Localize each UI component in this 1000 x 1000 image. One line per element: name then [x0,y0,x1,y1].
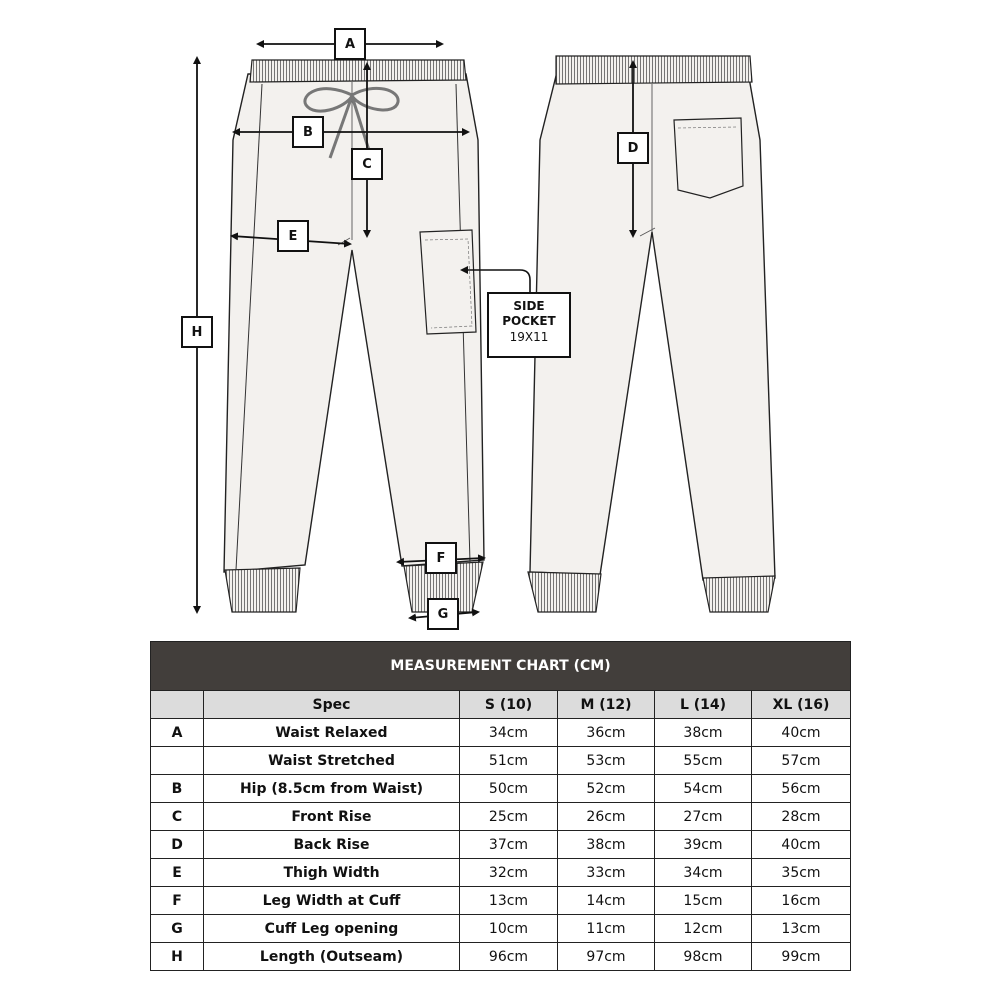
row-value: 10cm [459,914,558,943]
side-pocket-line2: POCKET [502,314,556,328]
header-size-s: S (10) [459,690,558,719]
row-code: H [150,942,204,971]
row-spec: Waist Stretched [203,746,460,775]
row-code: G [150,914,204,943]
row-spec: Cuff Leg opening [203,914,460,943]
row-value: 27cm [654,802,752,831]
row-spec: Front Rise [203,802,460,831]
row-spec: Hip (8.5cm from Waist) [203,774,460,803]
row-value: 28cm [750,802,852,831]
label-c: C [351,148,383,180]
row-value: 38cm [654,718,752,747]
row-value: 13cm [459,886,558,915]
header-size-xl: XL (16) [750,690,852,719]
row-value: 34cm [459,718,558,747]
row-value: 15cm [654,886,752,915]
row-value: 51cm [459,746,558,775]
row-spec: Thigh Width [203,858,460,887]
side-pocket-line1: SIDE [513,299,545,313]
row-code: C [150,802,204,831]
row-value: 50cm [459,774,558,803]
pants-technical-diagram: A B C D E F G H SIDE POCKET 19X11 [181,28,776,630]
row-value: 36cm [557,718,655,747]
front-body [223,73,485,573]
label-b: B [292,116,324,148]
label-a: A [334,28,366,60]
row-spec: Back Rise [203,830,460,859]
row-value: 34cm [654,858,752,887]
header-code [150,690,204,719]
row-value: 37cm [459,830,558,859]
row-value: 52cm [557,774,655,803]
label-e: E [277,220,309,252]
chart-header-row: Spec S (10) M (12) L (14) XL (16) [150,690,852,719]
row-value: 96cm [459,942,558,971]
row-code [150,746,204,775]
row-value: 56cm [750,774,852,803]
front-cuff-left [224,567,301,613]
side-pocket-callout: SIDE POCKET 19X11 [487,292,571,358]
row-value: 40cm [750,718,852,747]
row-spec: Waist Relaxed [203,718,460,747]
front-view [223,59,531,613]
row-value: 55cm [654,746,752,775]
back-view [527,55,776,613]
row-code: E [150,858,204,887]
back-waistband [555,55,753,85]
row-spec: Leg Width at Cuff [203,886,460,915]
row-value: 35cm [750,858,852,887]
row-code: F [150,886,204,915]
label-g: G [427,598,459,630]
row-value: 39cm [654,830,752,859]
row-value: 40cm [750,830,852,859]
row-value: 25cm [459,802,558,831]
header-size-l: L (14) [654,690,752,719]
back-pocket [673,117,744,199]
row-value: 32cm [459,858,558,887]
row-value: 26cm [557,802,655,831]
chart-title: MEASUREMENT CHART (CM) [149,641,852,691]
row-value: 53cm [557,746,655,775]
row-code: B [150,774,204,803]
label-h: H [181,316,213,348]
row-value: 38cm [557,830,655,859]
row-code: D [150,830,204,859]
pants-illustration [193,40,776,622]
measurement-chart: MEASUREMENT CHART (CM) Spec S (10) M (12… [149,641,852,971]
back-cuff-right [702,575,776,613]
row-value: 33cm [557,858,655,887]
row-value: 57cm [750,746,852,775]
row-spec: Length (Outseam) [203,942,460,971]
back-cuff-left [527,571,602,613]
row-value: 98cm [654,942,752,971]
row-value: 97cm [557,942,655,971]
header-spec: Spec [203,690,460,719]
header-size-m: M (12) [557,690,655,719]
row-value: 12cm [654,914,752,943]
row-value: 13cm [750,914,852,943]
front-waistband [249,59,467,83]
row-value: 14cm [557,886,655,915]
row-value: 16cm [750,886,852,915]
row-code: A [150,718,204,747]
side-pocket [419,229,477,335]
side-pocket-size: 19X11 [509,330,549,344]
chart-title-row: MEASUREMENT CHART (CM) [149,641,852,691]
row-value: 99cm [750,942,852,971]
label-f: F [425,542,457,574]
label-d: D [617,132,649,164]
row-value: 11cm [557,914,655,943]
row-value: 54cm [654,774,752,803]
